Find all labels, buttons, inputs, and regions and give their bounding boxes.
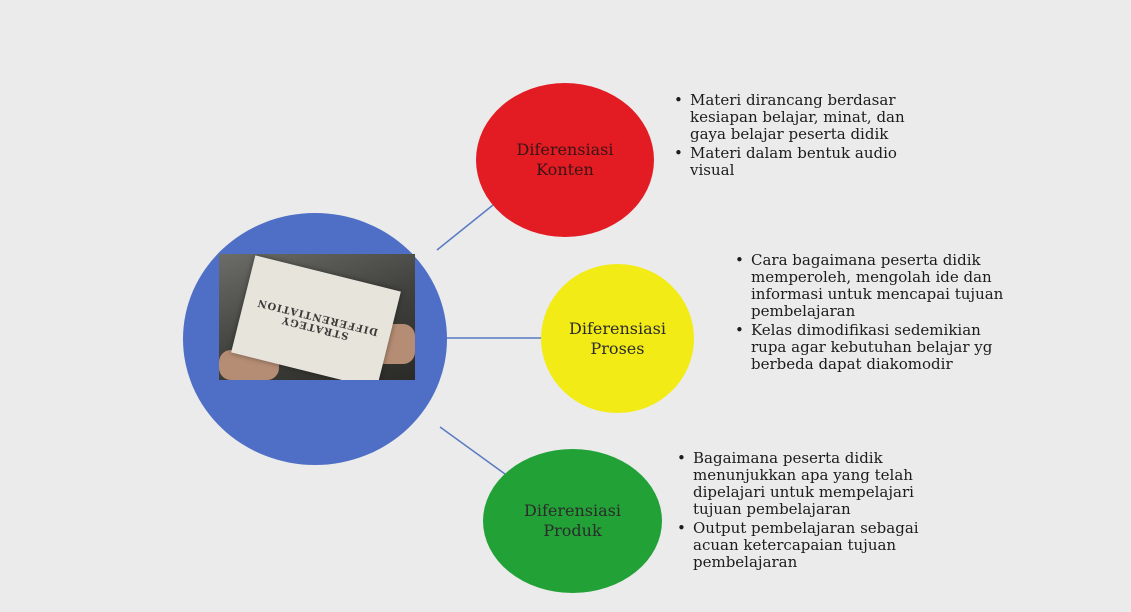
strategy-photo: DIFFERENTIATION STRATEGY: [219, 254, 415, 380]
bullets-proses: Cara bagaimana peserta didik memperoleh,…: [735, 252, 1020, 375]
node-konten-label-line2: Konten: [536, 160, 594, 179]
bullet-item: Materi dirancang berdasar kesiapan belaj…: [674, 92, 944, 143]
bullet-item: Output pembelajaran sebagai acuan keterc…: [677, 520, 967, 571]
node-proses-label-line1: Diferensiasi: [569, 318, 666, 338]
node-konten: Diferensiasi Konten: [476, 83, 654, 237]
bullet-item: Bagaimana peserta didik menunjukkan apa …: [677, 450, 967, 518]
node-konten-label-line1: Diferensiasi: [516, 140, 614, 159]
bullet-item: Materi dalam bentuk audio visual: [674, 145, 944, 179]
bullet-item: Kelas dimodifikasi sedemikian rupa agar …: [735, 322, 1020, 373]
connector-konten: [436, 196, 504, 251]
bullets-konten: Materi dirancang berdasar kesiapan belaj…: [674, 92, 944, 181]
connector-produk: [439, 426, 506, 475]
node-produk-label: Diferensiasi Produk: [524, 501, 621, 541]
node-produk-label-line2: Produk: [543, 521, 602, 540]
node-produk: Diferensiasi Produk: [483, 449, 662, 593]
bullets-produk: Bagaimana peserta didik menunjukkan apa …: [677, 450, 967, 573]
node-proses-label: Diferensiasi Proses: [569, 319, 666, 359]
bullet-item: Cara bagaimana peserta didik memperoleh,…: [735, 252, 1020, 320]
node-proses-label-line2: Proses: [590, 338, 645, 358]
node-proses: Diferensiasi Proses: [541, 264, 694, 413]
node-produk-label-line1: Diferensiasi: [524, 501, 621, 520]
node-konten-label: Diferensiasi Konten: [517, 140, 614, 180]
